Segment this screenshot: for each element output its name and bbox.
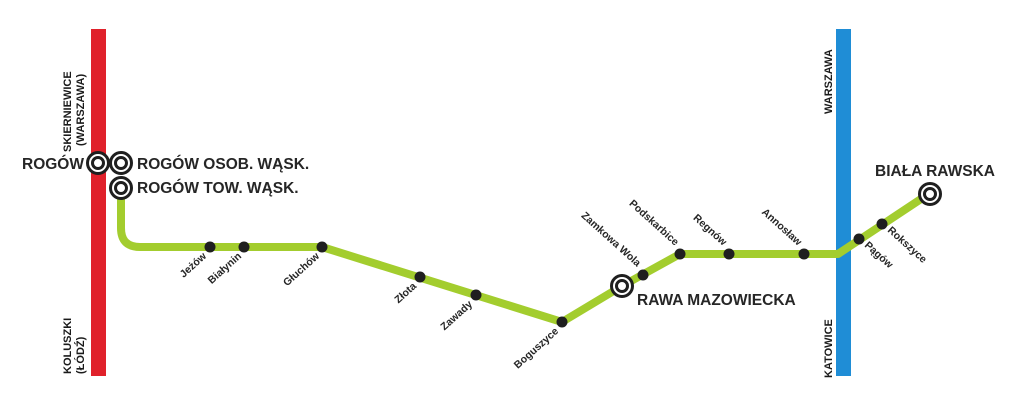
left-top-label-1: SKIERNIEWICE: [62, 71, 74, 152]
station-label-rogow-osob: ROGÓW OSOB. WĄSK.: [137, 155, 309, 173]
left-bottom-label-2: (ŁÓDŹ): [74, 336, 87, 374]
station-dot-zawady: [470, 289, 482, 301]
station-label-rogow-tow: ROGÓW TOW. WĄSK.: [137, 179, 299, 197]
station-dot-gluchow: [316, 241, 328, 253]
station-symbol-rogow-tow: [109, 176, 133, 200]
station-symbol-rogow: [86, 151, 110, 175]
station-label-rawa: RAWA MAZOWIECKA: [637, 292, 796, 309]
station-symbol-rawa: [610, 274, 634, 298]
station-symbol-rogow-osob: [109, 151, 133, 175]
station-dot-pagow: [853, 233, 865, 245]
station-dot-jezow: [204, 241, 216, 253]
right-bottom-label: KATOWICE: [823, 319, 835, 378]
right-top-label: WARSZAWA: [823, 49, 835, 114]
station-dot-podskarbice: [674, 248, 686, 260]
station-symbol-biala: [918, 182, 942, 206]
left-bottom-label-1: KOLUSZKI: [62, 318, 74, 374]
station-label-zawady: Zawady: [438, 298, 475, 333]
station-label-pagow: Pągów: [862, 239, 896, 271]
station-dot-regnow: [723, 248, 735, 260]
station-label-podskarbice: Podskarbice: [627, 198, 682, 249]
station-label-gluchow: Głuchów: [281, 250, 323, 289]
station-label-bialynin: Białynin: [206, 250, 244, 286]
station-label-zamkowa-wola: Zamkowa Wola: [579, 210, 643, 270]
station-dot-boguszyce: [556, 316, 568, 328]
station-dot-zlota: [414, 271, 426, 283]
station-dot-annoslaw: [798, 248, 810, 260]
station-label-biala: BIAŁA RAWSKA: [875, 163, 995, 180]
station-label-annoslaw: Annosław: [759, 206, 804, 249]
station-label-boguszyce: Boguszyce: [512, 325, 561, 371]
station-dot-rokszyce: [876, 218, 888, 230]
station-label-jezow: Jeżów: [178, 250, 210, 281]
station-dot-bialynin: [238, 241, 250, 253]
station-label-zlota: Złota: [392, 280, 419, 306]
station-label-regnow: Regnów: [691, 212, 730, 249]
left-main-line: [91, 29, 106, 376]
station-label-rogow: ROGÓW: [22, 155, 84, 173]
left-top-label-2: (WARSZAWA): [75, 74, 87, 146]
right-main-line: [836, 29, 851, 376]
station-dot-zamkowa-wola: [637, 269, 649, 281]
